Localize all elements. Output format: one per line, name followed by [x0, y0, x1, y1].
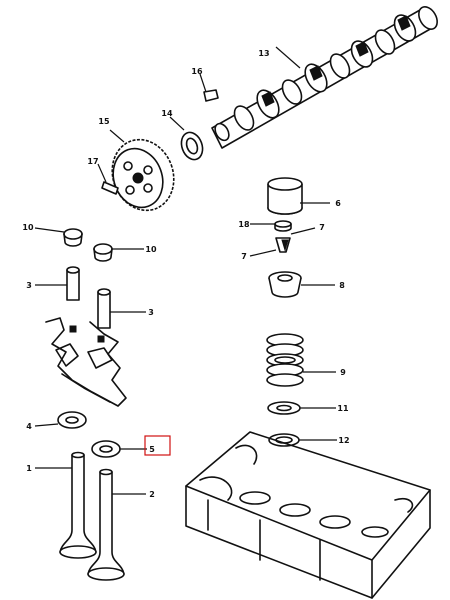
callout-8: 8: [339, 281, 345, 290]
callout-18: 18: [238, 220, 250, 229]
spring-retainer: [268, 271, 302, 298]
valve-stem-seal-left: [63, 228, 83, 247]
callout-11: 11: [337, 404, 349, 413]
callout-5: 5: [149, 445, 155, 454]
valve-seat-left: [57, 411, 87, 429]
woodruff-key: [203, 89, 219, 102]
valve-spring: [266, 333, 304, 387]
callout-10-left: 10: [22, 223, 34, 232]
callout-9: 9: [340, 368, 346, 377]
callout-1: 1: [26, 464, 32, 473]
camshaft: [211, 6, 438, 149]
callout-3-right: 3: [148, 308, 154, 317]
callout-15: 15: [98, 117, 110, 126]
callout-10-right: 10: [145, 245, 157, 254]
leader-lines: [34, 46, 337, 495]
callout-13: 13: [258, 49, 269, 58]
callout-7-top: 7: [319, 223, 325, 232]
callout-17: 17: [87, 157, 98, 166]
valve-seat-right: [91, 440, 121, 458]
valve-guide-right: [97, 288, 111, 329]
callout-2: 2: [149, 490, 155, 499]
valve-guide-left: [66, 266, 80, 301]
cylinder-head: [185, 431, 431, 599]
callout-16: 16: [191, 67, 203, 76]
callout-4: 4: [26, 422, 32, 431]
valve-shim: [274, 220, 292, 232]
valve-keepers: [275, 237, 291, 253]
callout-12: 12: [338, 436, 349, 445]
camshaft-sprocket: [111, 138, 175, 212]
valve-guide-carrier: [45, 317, 127, 407]
intake-valve: [59, 451, 97, 559]
spring-seat: [267, 401, 301, 415]
callout-14: 14: [161, 109, 173, 118]
callout-6: 6: [335, 199, 341, 208]
sprocket-bolt: [101, 181, 119, 195]
highlight-box: [144, 435, 171, 456]
callout-labels: 13 16 14 15 17 6 18 7 7 8 9 11 12 10 10 …: [22, 49, 349, 499]
valve-tappet: [267, 177, 303, 215]
callout-3-left: 3: [26, 281, 32, 290]
camshaft-seal: [180, 131, 204, 161]
callout-7-left: 7: [241, 252, 247, 261]
exhaust-valve: [87, 468, 125, 581]
valve-stem-seal-right: [93, 243, 113, 262]
